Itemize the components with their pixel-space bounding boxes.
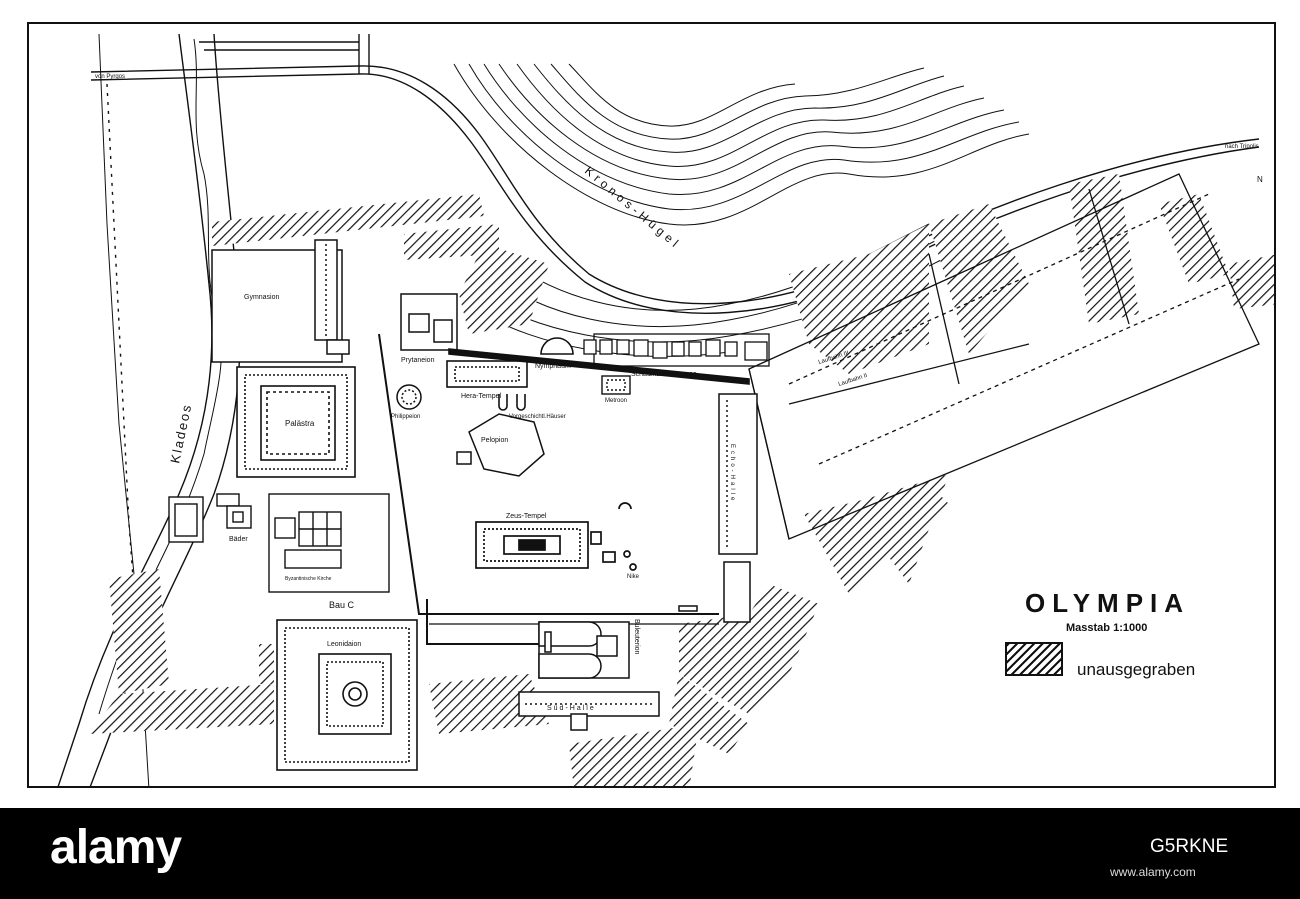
hera-temple [446, 360, 528, 388]
bau-c [268, 493, 390, 593]
metroon [601, 375, 631, 395]
label-nach-tripolis: nach Tripolis [1225, 144, 1259, 150]
roads [90, 34, 1260, 314]
gymnasion [211, 239, 350, 363]
palaestra [236, 366, 356, 478]
treasuries [583, 333, 770, 367]
watermark-image-id: G5RKNE [1150, 836, 1229, 857]
label-leonidaion: Leonidaion [327, 641, 361, 648]
label-nike: Nike [627, 574, 640, 580]
prehistoric-houses [498, 394, 526, 411]
stadium [748, 173, 1260, 540]
label-philippeion: Philippeion [391, 414, 420, 420]
label-pelopion: Pelopion [481, 437, 508, 444]
unexcavated-areas [89, 174, 1274, 786]
label-prytaneion: Prytaneion [401, 357, 435, 364]
label-bau-c: Bau C [329, 600, 355, 610]
leonidaion [276, 619, 418, 771]
watermark-logo: alamy [50, 821, 182, 874]
label-vorgeschicht: Vorgeschichtl.Häuser [509, 414, 566, 420]
label-schatzhaus: Schatzhaus-Terrasse [631, 371, 697, 378]
label-echo-halle: Echo-Halle [729, 444, 735, 503]
label-baeder: Bäder [229, 536, 248, 543]
label-kladeos: Kladeos [167, 402, 194, 465]
label-hera-tempel: Hera-Tempel [461, 393, 502, 400]
philippeion [396, 384, 422, 410]
site-plan: von Pyrgos nach Tripolis N Kronos-Hügel … [57, 33, 1274, 786]
map-scale: Masstab 1:1000 [1066, 622, 1148, 634]
watermark-url: www.alamy.com [1110, 865, 1196, 879]
label-north: N [1257, 175, 1263, 184]
echo-halle [678, 393, 758, 623]
label-metroon: Metroon [605, 398, 627, 404]
baths [168, 493, 252, 543]
map-title: OLYMPIA [1025, 588, 1191, 618]
label-byz-kirche: Byzantinische Kirche [285, 576, 332, 582]
label-sued-halle: Süd-Halle [547, 705, 596, 712]
south-stoa [518, 691, 660, 731]
label-zeus-tempel: Zeus-Tempel [506, 513, 547, 520]
pelopion [456, 413, 545, 477]
map-frame: von Pyrgos nach Tripolis N Kronos-Hügel … [27, 22, 1276, 788]
legend-hatch-swatch [1005, 642, 1063, 676]
label-nymphaeum: Nymphäum [535, 363, 571, 370]
altis-walls [378, 333, 719, 645]
zeus-temple [475, 502, 637, 571]
legend-label: unausgegraben [1077, 660, 1196, 679]
label-kronos: Kronos-Hügel [582, 164, 684, 253]
label-von-pyrgos: von Pyrgos [95, 74, 125, 80]
label-palaestra: Palästra [285, 419, 315, 428]
prytaneion [400, 293, 458, 351]
watermark-bar [0, 808, 1300, 899]
label-buleuterion: Buleuterion [633, 619, 640, 655]
buleuterion [538, 621, 630, 679]
label-gymnasion: Gymnasion [244, 294, 280, 301]
